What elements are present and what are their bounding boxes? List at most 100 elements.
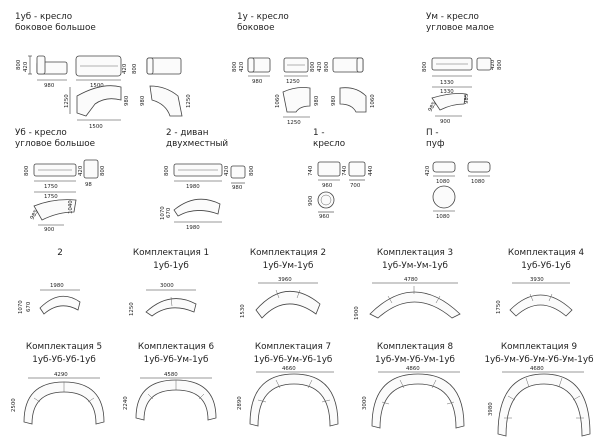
dim: 3960 [278, 277, 292, 283]
dim: 800 [16, 59, 22, 70]
dim: 4680 [530, 366, 544, 372]
dim: 800 [497, 59, 503, 70]
dim: 1250 [286, 79, 300, 85]
dim: 900 [440, 119, 451, 125]
dim: 980 [44, 83, 55, 89]
set-1-drawing: 3000 1250 [129, 283, 197, 317]
dim: 800 [324, 61, 330, 72]
dim: 1530 [240, 304, 246, 318]
dim: 420 [425, 165, 431, 176]
dim: 3980 [488, 402, 494, 416]
dim: 740 [308, 165, 314, 176]
module-2-drawings: 800 1980 420 980 800 1070 670 1980 [160, 163, 255, 231]
dim: 800 [249, 165, 255, 176]
dim: 1070 [18, 300, 24, 314]
dim: 980 [252, 79, 263, 85]
dim: 1330 [440, 80, 454, 86]
dim: 960 [322, 183, 333, 189]
dim: 2240 [123, 396, 129, 410]
dim: 670 [26, 301, 32, 312]
dim: 960 [319, 214, 330, 220]
dim: 985 [428, 101, 438, 113]
dim: 980 [314, 95, 320, 106]
dim: 2500 [11, 398, 17, 412]
dim: 1750 [496, 300, 502, 314]
dim: 900 [44, 227, 55, 233]
dim: 4290 [54, 372, 68, 378]
dim: 1070 [160, 206, 166, 220]
set-2-drawing: 1980 1070 670 [18, 283, 81, 315]
set-7-drawing: 4660 2890 [237, 366, 339, 427]
dim: 740 [342, 165, 348, 176]
dim: 440 [368, 165, 374, 176]
dim: 800 [100, 165, 106, 176]
dim: 420 [78, 165, 84, 176]
dim: 800 [164, 165, 170, 176]
dim: 900 [308, 195, 314, 206]
dim: 1040 [68, 200, 74, 214]
dim: 1250 [287, 120, 301, 126]
dim: 1250 [186, 94, 192, 108]
set-5-drawing: 4290 2500 [11, 372, 105, 425]
module-um-drawings: 800 1330 420 800 1330 985 985 900 [422, 57, 503, 125]
set-4-drawing: 3930 1750 [496, 277, 573, 317]
dim: 1900 [354, 306, 360, 320]
dim: 1330 [440, 89, 454, 95]
dim: 1250 [129, 302, 135, 316]
dim: 980 [124, 95, 130, 106]
module-1ub-drawings: 800 420 980 1500 420 800 1250 980 1500 9… [16, 55, 192, 130]
dim: 420 [23, 61, 29, 72]
dim: 3930 [530, 277, 544, 283]
dim: 420 [224, 165, 230, 176]
dim: 800 [132, 63, 138, 74]
module-title-1: 1 -кресло [313, 128, 346, 149]
dim: 1080 [436, 214, 450, 220]
dim: 980 [140, 95, 146, 106]
dim: 1980 [50, 283, 64, 289]
module-1u-drawings: 800 420 980 800 420 800 1250 1060 980 12… [232, 57, 376, 126]
dim: 1980 [186, 184, 200, 190]
dim: 4780 [404, 277, 418, 283]
set-6-drawing: 4580 2240 [123, 372, 217, 421]
dim: 1500 [89, 124, 103, 130]
set-8-drawing: 4860 3000 [362, 366, 465, 429]
dim: 420 [239, 61, 245, 72]
dim: 800 [24, 165, 30, 176]
dim: 4660 [282, 366, 296, 372]
module-ub-drawings: 800 1750 420 98 800 1750 985 1040 900 [24, 159, 106, 233]
dim: 1060 [370, 94, 376, 108]
dim: 985 [464, 94, 470, 104]
dim: 1250 [64, 94, 70, 108]
dim: 2890 [237, 396, 243, 410]
dim: 3000 [160, 283, 174, 289]
dim: 800 [310, 61, 316, 72]
dim: 1060 [275, 94, 281, 108]
set-9-drawing: 4680 3980 [488, 366, 591, 437]
dim: 800 [422, 61, 428, 72]
dim: 980 [331, 95, 337, 106]
dim: 420 [317, 61, 323, 72]
set-3-drawing: 4780 1900 [354, 277, 461, 320]
set-2c-drawing: 3960 1530 [240, 277, 321, 319]
dim: 670 [166, 207, 172, 218]
dim: 420 [490, 59, 496, 70]
dim: 4860 [406, 366, 420, 372]
dim: 985 [30, 209, 40, 221]
dim: 1750 [44, 184, 58, 190]
dim: 1080 [471, 179, 485, 185]
dim: 420 [122, 63, 128, 74]
